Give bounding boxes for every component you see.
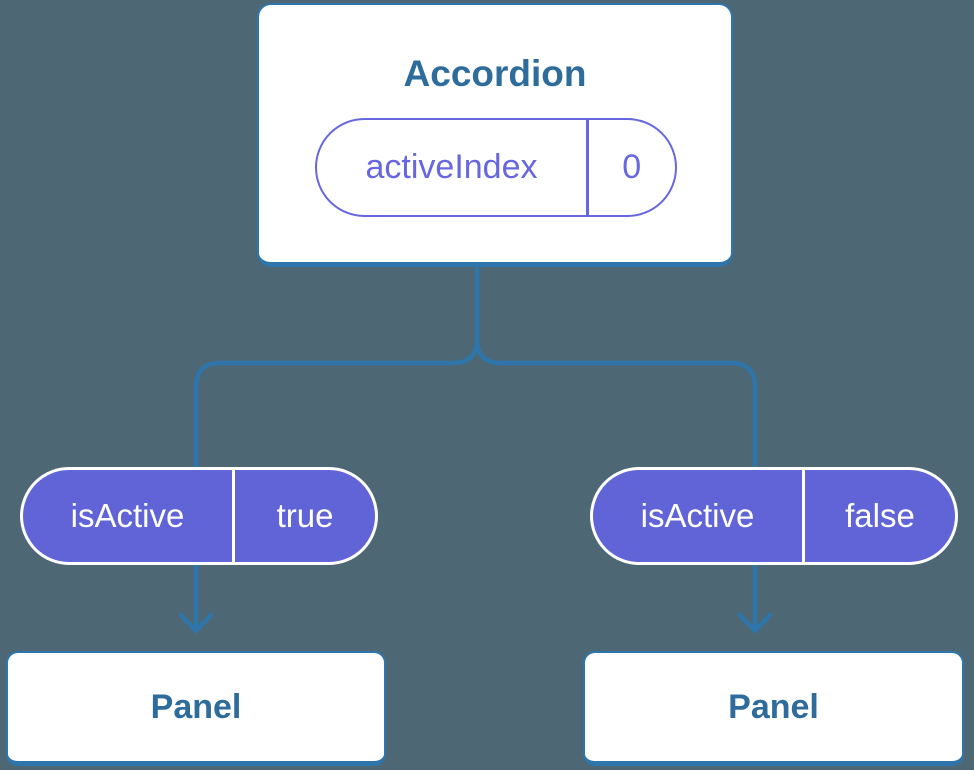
prop-pill-value: false (845, 497, 915, 534)
connector-right-branch (474, 336, 758, 631)
accordion-title: Accordion (403, 53, 587, 94)
prop-pill-isactive-false: isActive false (590, 467, 958, 565)
state-pill-value: 0 (622, 148, 642, 186)
arrow-down-icon (178, 612, 214, 634)
prop-pill-isactive-true: isActive true (20, 467, 378, 565)
prop-pill-divider (802, 470, 805, 562)
panel-title: Panel (150, 687, 242, 726)
connector-left-branch (193, 266, 480, 631)
state-pill-divider (586, 120, 589, 215)
panel-node: Panel (6, 651, 386, 766)
panel-node: Panel (583, 651, 964, 766)
prop-pill-value: true (276, 497, 334, 534)
accordion-node: Accordion activeIndex 0 (257, 3, 733, 267)
prop-pill-divider (232, 470, 235, 562)
state-pill: activeIndex 0 (315, 118, 677, 217)
panel-title: Panel (728, 687, 819, 726)
arrow-down-icon (737, 612, 773, 634)
prop-pill-label: isActive (640, 497, 755, 534)
prop-pill-label: isActive (70, 497, 185, 534)
state-pill-label: activeIndex (365, 148, 538, 186)
